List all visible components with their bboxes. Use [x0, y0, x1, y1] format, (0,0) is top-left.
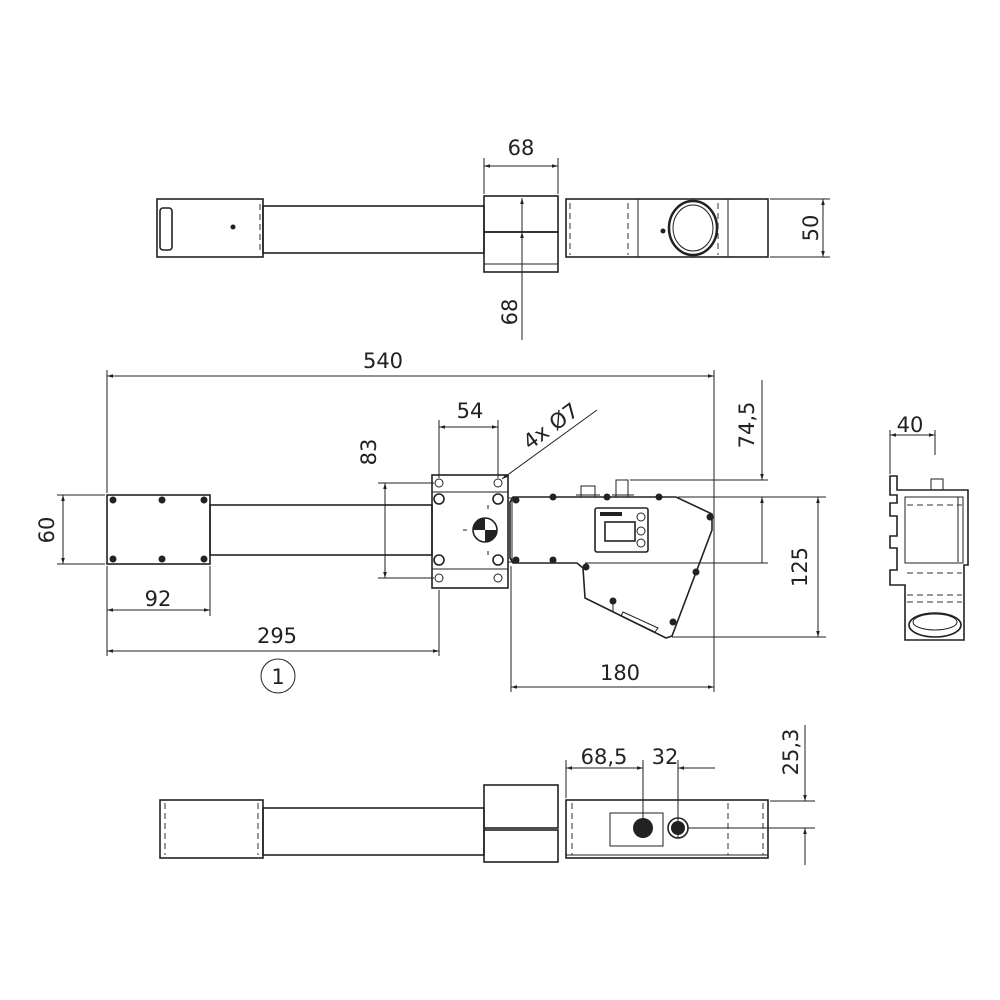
dim-connector-offset: 74,5	[735, 402, 759, 449]
end-plate	[106, 494, 211, 565]
clamp-block-upper	[483, 195, 559, 233]
dim-connector-height: 25,3	[779, 729, 803, 776]
display-screen	[604, 521, 636, 542]
front-view: 540 54 4x Ø7 83 74,5 125 60 92 295	[35, 349, 826, 694]
dim-plate-height: 60	[35, 517, 59, 544]
lens-window	[667, 199, 719, 257]
center-of-gravity-icon	[463, 505, 498, 555]
connector-icon	[930, 478, 944, 491]
side-view: 40	[889, 413, 969, 641]
clamp-block-lower	[483, 231, 559, 273]
dim-head-height: 125	[788, 547, 812, 587]
button-icon	[636, 526, 646, 536]
dim-top-height: 50	[799, 215, 823, 242]
tube	[262, 807, 485, 856]
button-icon	[636, 538, 646, 548]
dim-holes: 4x Ø7	[519, 398, 584, 454]
dim-top-vertical: 68	[498, 299, 522, 326]
dim-clamp-width: 54	[457, 399, 484, 423]
dim-plate-length: 92	[145, 587, 172, 611]
end-cap	[159, 799, 264, 859]
button-icon	[636, 512, 646, 522]
sensor-head	[565, 799, 769, 859]
display-panel	[594, 507, 649, 553]
clamp-block-lower	[483, 829, 559, 863]
dim-clamp-height: 83	[357, 439, 381, 466]
tube	[209, 504, 433, 556]
position-marker-circle	[260, 658, 296, 694]
dim-top-width: 68	[508, 136, 535, 160]
connector-icon	[580, 485, 596, 498]
clamp-block-upper	[483, 784, 559, 829]
dim-head-length: 180	[600, 661, 640, 685]
connector-icon	[615, 479, 629, 498]
top-view: 68 50 68	[156, 136, 830, 340]
dim-clamp-position: 295	[257, 624, 297, 648]
dim-overall-length: 540	[363, 349, 403, 373]
lens-icon	[908, 612, 962, 638]
sensor-head	[565, 198, 769, 258]
end-cap	[156, 198, 264, 258]
dim-connector-2: 32	[652, 745, 679, 769]
position-marker: 1	[271, 665, 284, 689]
dim-side-width: 40	[897, 413, 924, 437]
connector-panel	[609, 812, 664, 847]
tube	[262, 205, 485, 254]
mounting-holes	[433, 478, 504, 583]
handle-slot	[159, 207, 173, 251]
bottom-view: 68,5 32 25,3	[159, 725, 815, 865]
sensor-head-body	[509, 496, 713, 639]
dim-connector-1: 68,5	[581, 745, 628, 769]
side-profile	[889, 475, 969, 641]
